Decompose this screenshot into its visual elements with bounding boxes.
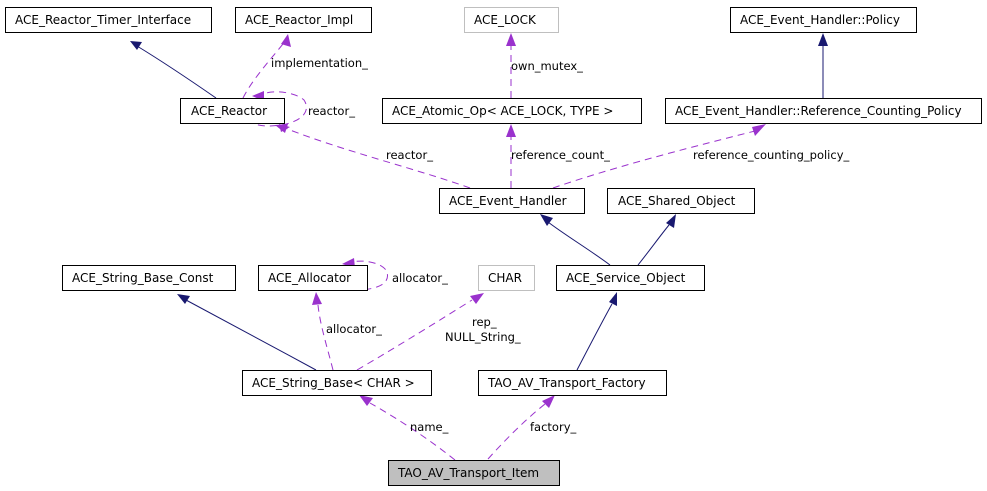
edge-stringbase-to-allocator — [312, 292, 334, 371]
node-service-object[interactable]: ACE_Service_Object — [556, 265, 705, 291]
label-allocator: allocator_ — [326, 322, 382, 336]
edge-factory-to-serviceobject — [576, 292, 617, 371]
label-reactor-self: reactor_ — [308, 104, 355, 118]
node-atomic-op[interactable]: ACE_Atomic_Op< ACE_LOCK, TYPE > — [382, 98, 642, 124]
label-allocator-self: allocator_ — [392, 271, 448, 285]
node-allocator[interactable]: ACE_Allocator — [258, 265, 368, 291]
svg-text:TAO_AV_Transport_Item: TAO_AV_Transport_Item — [397, 466, 539, 480]
nodes: ACE_Reactor_Timer_Interface ACE_Reactor_… — [5, 7, 982, 486]
edge-refpolicy-to-policy — [818, 33, 828, 98]
svg-text:ACE_Reactor: ACE_Reactor — [191, 104, 267, 118]
svg-text:ACE_Reactor_Impl: ACE_Reactor_Impl — [245, 13, 353, 27]
node-string-base[interactable]: ACE_String_Base< CHAR > — [242, 370, 432, 396]
edge-stringbase-to-char — [356, 293, 484, 371]
svg-text:ACE_Reactor_Timer_Interface: ACE_Reactor_Timer_Interface — [15, 13, 191, 27]
label-name: name_ — [410, 420, 449, 434]
edges — [130, 33, 828, 461]
node-transport-factory[interactable]: TAO_AV_Transport_Factory — [478, 370, 667, 396]
edge-reactor-to-timer-interface — [130, 41, 217, 99]
node-reference-counting-policy[interactable]: ACE_Event_Handler::Reference_Counting_Po… — [665, 98, 982, 124]
edge-atomic-to-lock — [506, 33, 516, 98]
node-string-base-const[interactable]: ACE_String_Base_Const — [62, 265, 236, 291]
edge-item-to-stringbase — [359, 395, 456, 461]
label-rep: rep_ — [472, 315, 497, 329]
svg-text:ACE_Shared_Object: ACE_Shared_Object — [618, 194, 736, 208]
node-ace-lock[interactable]: ACE_LOCK — [464, 7, 559, 33]
svg-text:ACE_String_Base_Const: ACE_String_Base_Const — [72, 271, 214, 285]
label-reference-counting-policy: reference_counting_policy_ — [693, 148, 849, 162]
node-event-handler[interactable]: ACE_Event_Handler — [439, 188, 585, 214]
edge-reactor-to-impl — [242, 34, 291, 99]
edge-labels: implementation_ reactor_ own_mutex_ reac… — [271, 56, 849, 434]
label-own-mutex: own_mutex_ — [511, 59, 583, 73]
edge-eventhandler-to-refpolicy — [552, 124, 766, 189]
svg-text:ACE_String_Base< CHAR >: ACE_String_Base< CHAR > — [252, 376, 415, 390]
node-event-handler-policy[interactable]: ACE_Event_Handler::Policy — [730, 7, 917, 33]
svg-text:ACE_Service_Object: ACE_Service_Object — [566, 271, 686, 285]
node-reactor-timer-interface[interactable]: ACE_Reactor_Timer_Interface — [5, 7, 212, 33]
node-transport-item[interactable]: TAO_AV_Transport_Item — [388, 460, 560, 486]
node-reactor[interactable]: ACE_Reactor — [180, 98, 285, 124]
svg-text:ACE_Event_Handler: ACE_Event_Handler — [449, 194, 567, 208]
svg-text:ACE_Event_Handler::Reference_C: ACE_Event_Handler::Reference_Counting_Po… — [675, 104, 962, 118]
svg-text:ACE_Event_Handler::Policy: ACE_Event_Handler::Policy — [740, 13, 900, 27]
label-null-string: NULL_String_ — [445, 330, 521, 344]
node-char[interactable]: CHAR — [478, 265, 535, 291]
label-reactor: reactor_ — [386, 148, 433, 162]
svg-text:TAO_AV_Transport_Factory: TAO_AV_Transport_Factory — [487, 376, 646, 390]
edge-eventhandler-to-reactor — [275, 124, 471, 189]
node-reactor-impl[interactable]: ACE_Reactor_Impl — [235, 7, 372, 33]
svg-text:ACE_Allocator: ACE_Allocator — [268, 271, 351, 285]
label-factory: factory_ — [530, 420, 576, 434]
edge-item-to-factory — [487, 395, 555, 460]
svg-text:ACE_Atomic_Op< ACE_LOCK, TYPE: ACE_Atomic_Op< ACE_LOCK, TYPE > — [392, 104, 613, 118]
edge-eventhandler-to-atomic — [506, 124, 516, 188]
label-reference-count: reference_count_ — [511, 148, 610, 162]
svg-text:ACE_LOCK: ACE_LOCK — [474, 13, 537, 27]
node-shared-object[interactable]: ACE_Shared_Object — [607, 188, 755, 214]
edge-stringbase-to-const — [177, 294, 317, 371]
label-implementation: implementation_ — [271, 56, 368, 70]
edge-serviceobject-to-eventhandler — [540, 214, 611, 266]
svg-text:CHAR: CHAR — [488, 271, 522, 285]
edge-serviceobject-to-sharedobject — [637, 214, 676, 266]
